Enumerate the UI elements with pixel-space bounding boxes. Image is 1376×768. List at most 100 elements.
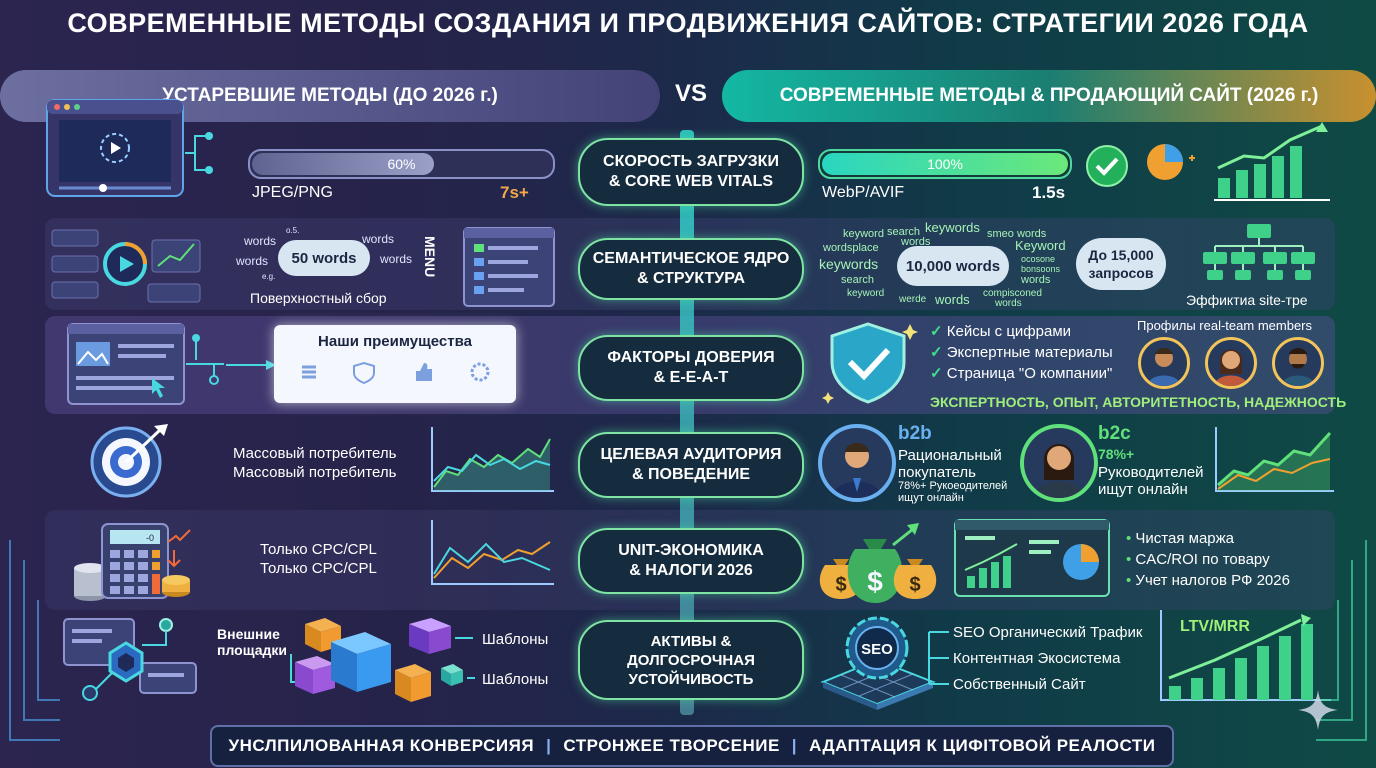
word-tag: words <box>380 252 413 266</box>
pill-speed-line1: СКОРОСТЬ ЗАГРУЗКИ <box>603 153 779 170</box>
b2c-line-1: Руководителей <box>1098 464 1204 481</box>
queries-bubble: До 15,000 запросов <box>1076 238 1166 290</box>
seo-gear-platform-icon: SEO <box>820 616 936 710</box>
ltv-bar-chart-icon <box>1160 610 1331 701</box>
progress-label-new: 100% <box>927 156 963 172</box>
team-member-avatar <box>1138 337 1190 389</box>
svg-text:$: $ <box>909 574 920 596</box>
keyword-tag: ocosone <box>1021 254 1056 264</box>
checkmark-icon <box>1086 145 1128 187</box>
seo-item-traffic: SEO Органический Трафик <box>953 624 1143 641</box>
external-line-1: Внешние <box>217 626 280 642</box>
cloud-50-words: 50 words <box>278 240 370 276</box>
format-new: WebP/AVIF <box>822 184 905 201</box>
svg-text:$: $ <box>835 574 846 596</box>
dense-keyword-cloud: keyword search words keywords smeo words… <box>815 218 1075 310</box>
cloud-10000-words: 10,000 words <box>897 246 1009 286</box>
bullet-dot: • <box>1126 551 1136 568</box>
checklist-item: Страница "О компании" <box>946 365 1113 382</box>
svg-text:$: $ <box>867 566 883 597</box>
volatile-chart-icon <box>431 427 554 492</box>
b2c-buyer-avatar <box>1020 424 1098 502</box>
keyword-tag: smeo words <box>987 228 1047 240</box>
eeat-line: ЭКСПЕРТНОСТЬ, ОПЫТ, АВТОРИТЕТНОСТЬ, НАДЕ… <box>930 394 1347 410</box>
keyword-tag: keywords <box>819 256 879 272</box>
b2c-line-2: ищут онлайн <box>1098 481 1188 498</box>
template-blocks-icon <box>290 618 475 702</box>
check-icon: ✓ <box>930 344 947 361</box>
b2b-stat-line-1: 78%+ Рукоеодителей <box>898 480 1008 492</box>
team-member-avatar <box>1205 337 1257 389</box>
growth-area-chart-icon <box>1215 427 1334 492</box>
keyword-tag: bonsoons <box>1021 264 1061 274</box>
bullet-dot: • <box>1126 530 1136 547</box>
target-icon <box>90 424 168 498</box>
advantages-card: Наши преимущества <box>274 325 516 403</box>
pill-assets-line1: АКТИВЫ & <box>650 632 732 650</box>
pill-semantic-line1: СЕМАНТИЧЕСКОЕ ЯДРО <box>592 250 790 267</box>
keyword-tag: words <box>935 292 970 307</box>
pill-speed: СКОРОСТЬ ЗАГРУЗКИ & CORE WEB VITALS <box>578 138 804 206</box>
pill-semantic-line2: & СТРУКТУРА <box>636 270 746 287</box>
keyword-tag: compisconed <box>983 288 1042 299</box>
bullet-item: Чистая маржа <box>1135 530 1235 547</box>
check-icon: ✓ <box>930 365 947 382</box>
word-tag: words <box>244 234 277 248</box>
external-platforms-label: Внешние площадки <box>217 626 287 658</box>
ltv-mrr-label: LTV/MRR <box>1180 618 1250 635</box>
team-profiles-label: Профилы real-team members <box>1137 318 1312 333</box>
seo-item-ecosystem: Контентная Экосистема <box>953 650 1121 667</box>
pill-unit: UNIT-ЭКОНОМИКА & НАЛОГИ 2026 <box>578 528 804 594</box>
connector-lines <box>185 132 213 174</box>
b2c-tag: b2c <box>1098 423 1131 444</box>
load-time-old: 7s+ <box>500 183 529 202</box>
word-tag: e.g. <box>262 272 276 281</box>
progress-label-old: 60% <box>387 156 416 172</box>
templates-line-2: Шаблоны <box>482 671 549 688</box>
circuit-traces-left <box>9 540 60 741</box>
pill-trust-line2: & E-E-A-T <box>653 369 729 386</box>
pill-unit-line1: UNIT-ЭКОНОМИКА <box>618 542 764 559</box>
shallow-collection-caption: Поверхностный сбор <box>250 290 387 306</box>
pie-chart-icon <box>1147 144 1195 180</box>
word-tag: o.5. <box>286 226 300 235</box>
pill-unit-line2: & НАЛОГИ 2026 <box>629 562 753 579</box>
keyword-tag: keyword <box>843 228 884 240</box>
browser-video-icon <box>45 98 185 198</box>
growth-chart-icon <box>1214 122 1330 201</box>
menu-tree-icon <box>463 227 555 307</box>
page-title: СОВРЕМЕННЫЕ МЕТОДЫ СОЗДАНИЯ И ПРОДВИЖЕНИ… <box>67 8 1309 38</box>
shield-check-icon <box>822 322 918 404</box>
bullet-dot: • <box>1126 572 1136 589</box>
progress-bar-new: 100% <box>818 149 1072 179</box>
cpc-line-2: Только CPC/CPL <box>260 560 377 577</box>
queries-label: запросов <box>1088 265 1154 281</box>
cpc-line-1: Только CPC/CPL <box>260 541 377 558</box>
menu-label: MENU <box>422 236 438 278</box>
b2b-line-2: покупатель <box>898 464 976 481</box>
load-time-new: 1.5s <box>1032 183 1066 202</box>
vs-label: VS <box>674 80 707 107</box>
advantages-card-title: Наши преимущества <box>318 333 472 350</box>
analytics-widget-icon <box>51 229 201 303</box>
pill-trust-line1: ФАКТОРЫ ДОВЕРИЯ <box>607 349 775 366</box>
queries-count: До 15,000 <box>1088 247 1154 263</box>
bullet-item: Учет налогов РФ 2026 <box>1135 572 1290 589</box>
seo-connector-lines <box>928 631 949 685</box>
word-tag: words <box>236 254 269 268</box>
pill-audience-line1: ЦЕЛЕВАЯ АУДИТОРИЯ <box>600 446 782 463</box>
external-line-2: площадки <box>217 642 287 658</box>
pill-speed-line2: & CORE WEB VITALS <box>608 173 774 190</box>
format-old: JPEG/PNG <box>252 184 333 201</box>
flat-chart-icon <box>431 520 554 585</box>
b2b-stat: 78%+ Рукоеодителей ищут онлайн <box>898 480 1007 504</box>
sparkle-icon <box>1298 690 1338 730</box>
word-tag: words <box>362 232 395 246</box>
finance-dashboard-icon <box>954 519 1110 597</box>
pill-trust: ФАКТОРЫ ДОВЕРИЯ & E-E-A-T <box>578 335 804 401</box>
b2b-stat-line-2: ищут онлайн <box>898 492 964 504</box>
footer-separator: | <box>791 736 798 755</box>
keyword-tag: keywords <box>925 220 980 235</box>
checklist-item: Кейсы с цифрами <box>946 323 1072 340</box>
arrow-right-icon <box>226 360 276 370</box>
